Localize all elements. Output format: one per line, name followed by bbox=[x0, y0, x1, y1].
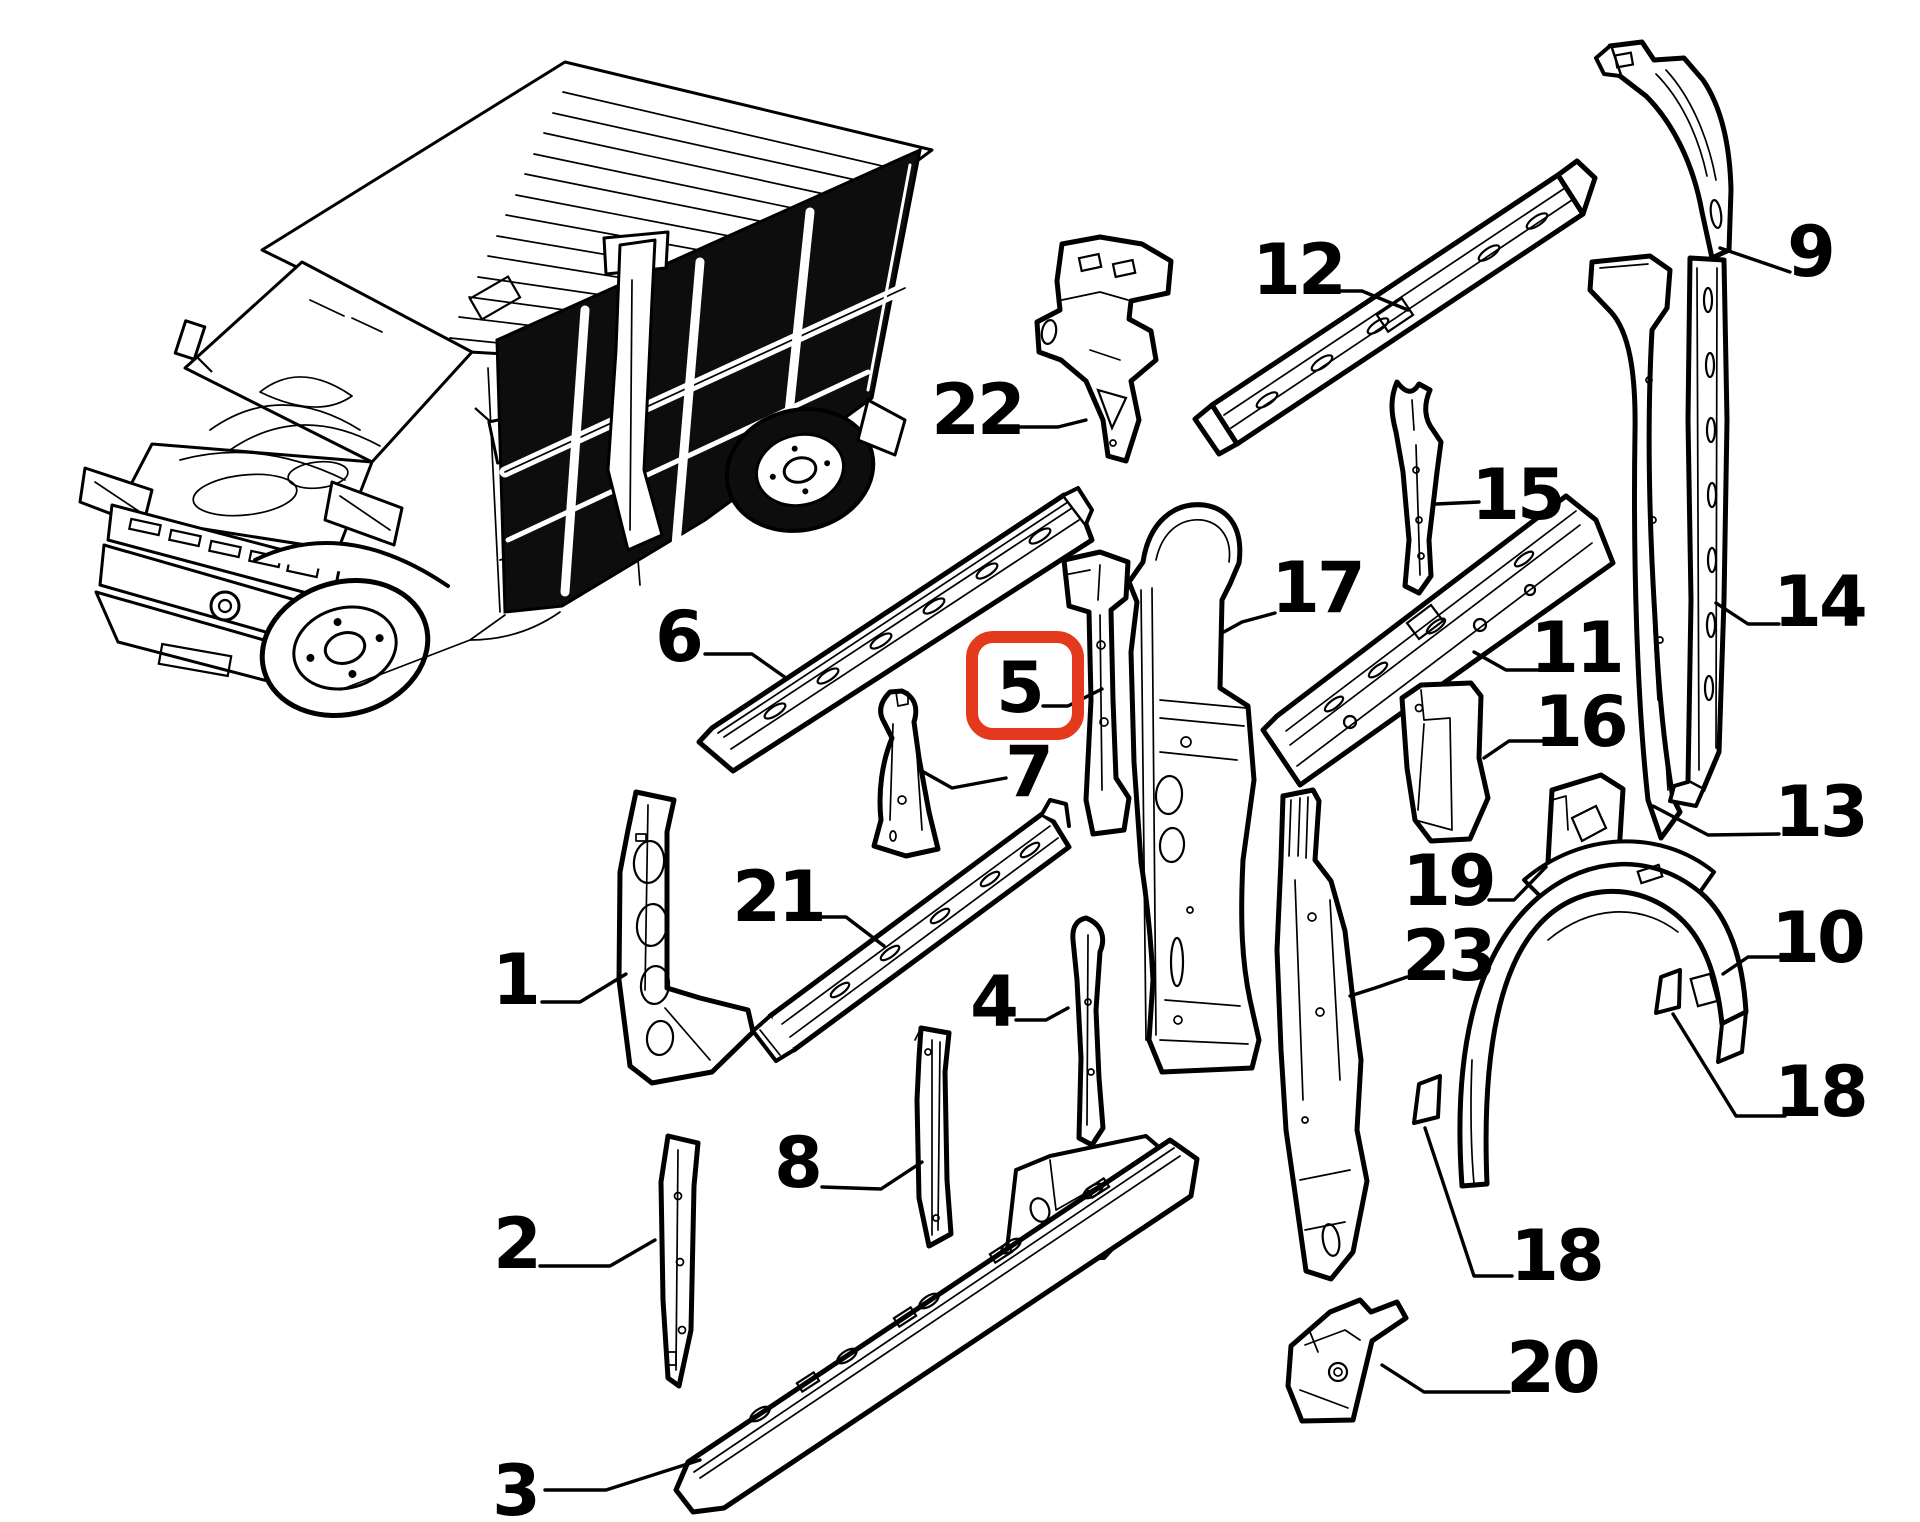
part-15-drawing bbox=[1389, 379, 1444, 596]
leader-line-23 bbox=[1348, 975, 1409, 998]
callout-6[interactable]: 6 bbox=[655, 596, 704, 678]
part-16-drawing bbox=[1399, 680, 1491, 844]
leader-line-3 bbox=[543, 1458, 702, 1492]
part-18-upper-drawing bbox=[1654, 968, 1682, 1015]
callout-19[interactable]: 19 bbox=[1402, 840, 1496, 922]
callout-1[interactable]: 1 bbox=[492, 939, 541, 1021]
leader-line-5 bbox=[1041, 687, 1104, 708]
callout-14[interactable]: 14 bbox=[1773, 561, 1868, 643]
part-20-drawing bbox=[1285, 1297, 1409, 1424]
leader-line-21 bbox=[814, 915, 886, 948]
leader-line-12 bbox=[1338, 289, 1410, 312]
leader-line-18-upper bbox=[1671, 1012, 1787, 1118]
callout-3[interactable]: 3 bbox=[492, 1450, 541, 1522]
callout-2[interactable]: 2 bbox=[493, 1203, 542, 1285]
callout-23[interactable]: 23 bbox=[1402, 915, 1496, 997]
part-1-drawing bbox=[616, 789, 756, 1086]
leader-line-15 bbox=[1434, 500, 1481, 506]
part-10-drawing bbox=[1457, 839, 1749, 1189]
callout-13[interactable]: 13 bbox=[1774, 771, 1868, 853]
part-23-drawing bbox=[1274, 787, 1370, 1282]
leader-line-20 bbox=[1380, 1363, 1511, 1394]
callout-labels: 1 2 3 4 5 6 7 8 9 10 11 12 13 14 15 16 1… bbox=[492, 211, 1869, 1522]
leader-line-10 bbox=[1721, 955, 1781, 976]
part-12-drawing bbox=[1192, 158, 1598, 457]
part-17-drawing bbox=[1126, 502, 1262, 1075]
leader-lines bbox=[538, 246, 1792, 1492]
leader-line-11 bbox=[1472, 650, 1546, 672]
part-22-drawing bbox=[1034, 234, 1174, 464]
part-3-drawing bbox=[673, 1134, 1200, 1515]
leader-line-17 bbox=[1220, 611, 1277, 635]
part-13-drawing bbox=[1587, 253, 1683, 841]
leader-line-1 bbox=[540, 972, 628, 1004]
leader-line-19 bbox=[1487, 865, 1548, 902]
callout-18-lower[interactable]: 18 bbox=[1510, 1215, 1604, 1297]
callout-17[interactable]: 17 bbox=[1271, 547, 1365, 629]
part-4-drawing bbox=[1070, 915, 1106, 1148]
leader-line-8 bbox=[820, 1160, 924, 1191]
part-9-drawing bbox=[1594, 39, 1734, 261]
vehicle-overview-drawing bbox=[78, 60, 934, 719]
part-14-drawing bbox=[1668, 255, 1730, 808]
callout-22[interactable]: 22 bbox=[931, 369, 1025, 451]
part-21-drawing bbox=[751, 798, 1072, 1063]
front-wheel bbox=[259, 577, 431, 719]
part-7-drawing bbox=[871, 688, 941, 859]
callout-21[interactable]: 21 bbox=[732, 856, 826, 938]
callout-11[interactable]: 11 bbox=[1530, 607, 1624, 689]
brand-badge-icon bbox=[209, 590, 241, 622]
callout-20[interactable]: 20 bbox=[1506, 1327, 1601, 1409]
leader-line-16 bbox=[1482, 739, 1545, 760]
part-8-drawing bbox=[914, 1025, 954, 1249]
callout-9[interactable]: 9 bbox=[1787, 211, 1836, 293]
callout-7[interactable]: 7 bbox=[1005, 731, 1054, 813]
leader-line-18-lower bbox=[1423, 1126, 1514, 1278]
leader-line-2 bbox=[538, 1238, 657, 1268]
callout-15[interactable]: 15 bbox=[1471, 454, 1565, 536]
callout-10[interactable]: 10 bbox=[1771, 897, 1866, 979]
leader-line-4 bbox=[1014, 1006, 1070, 1022]
leader-line-6 bbox=[703, 652, 788, 680]
callout-12[interactable]: 12 bbox=[1252, 229, 1346, 311]
callout-18-upper[interactable]: 18 bbox=[1774, 1051, 1868, 1133]
leader-line-13 bbox=[1651, 804, 1781, 837]
leader-line-7 bbox=[918, 768, 1008, 790]
part-2-drawing bbox=[658, 1133, 701, 1389]
leader-line-22 bbox=[1014, 418, 1088, 429]
callout-4[interactable]: 4 bbox=[970, 961, 1019, 1043]
part-18-lower-drawing bbox=[1412, 1074, 1442, 1125]
part-11-drawing bbox=[1260, 493, 1616, 788]
rear-wheel bbox=[724, 407, 876, 533]
callout-8[interactable]: 8 bbox=[774, 1122, 823, 1204]
highlight-box-part-5 bbox=[966, 631, 1084, 740]
part-6-drawing bbox=[696, 486, 1095, 774]
leader-line-14 bbox=[1714, 601, 1781, 626]
callout-5-selected[interactable]: 5 bbox=[996, 647, 1045, 729]
leader-line-9 bbox=[1718, 246, 1792, 274]
callout-16[interactable]: 16 bbox=[1534, 681, 1628, 763]
